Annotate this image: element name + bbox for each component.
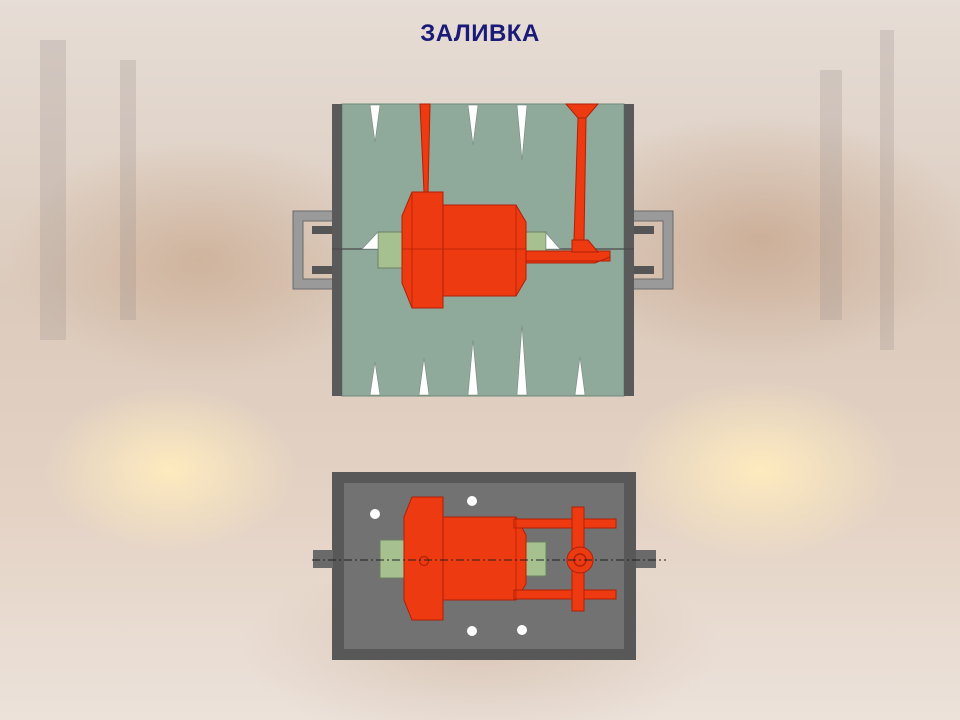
mold-section-view [292, 103, 674, 397]
vent-spike [467, 104, 479, 146]
pin-hole [467, 496, 477, 506]
vent-spike [418, 357, 430, 396]
vent-spike [516, 324, 528, 396]
trunnion-right [636, 550, 656, 568]
flask-wall-left [332, 104, 342, 396]
slide-title: ЗАЛИВКА [420, 20, 540, 47]
casting-plan [403, 496, 617, 621]
runner [571, 239, 600, 253]
core-print-left [377, 231, 403, 269]
casting-metal [401, 103, 611, 309]
pin-hole [517, 625, 527, 635]
vent-spike [467, 339, 479, 396]
pin-hole [370, 509, 380, 519]
trunnion-left [313, 550, 333, 568]
vent-spikes-bottom [369, 324, 586, 396]
core-print-plan-right [525, 541, 547, 577]
flask-wall-right [624, 104, 634, 396]
vent-spike [516, 104, 528, 161]
flask-handle-left [292, 210, 334, 290]
pin-holes [370, 496, 527, 636]
core-print-plan-left [379, 539, 405, 579]
pin-hole [467, 626, 477, 636]
vent-spike [574, 356, 586, 396]
mold-plan-view [312, 472, 666, 660]
vent-spikes-top [369, 104, 528, 161]
vent-spike [369, 104, 381, 143]
flask-handle-right [632, 210, 674, 290]
riser-left [419, 103, 431, 193]
vent-spike [369, 361, 381, 396]
